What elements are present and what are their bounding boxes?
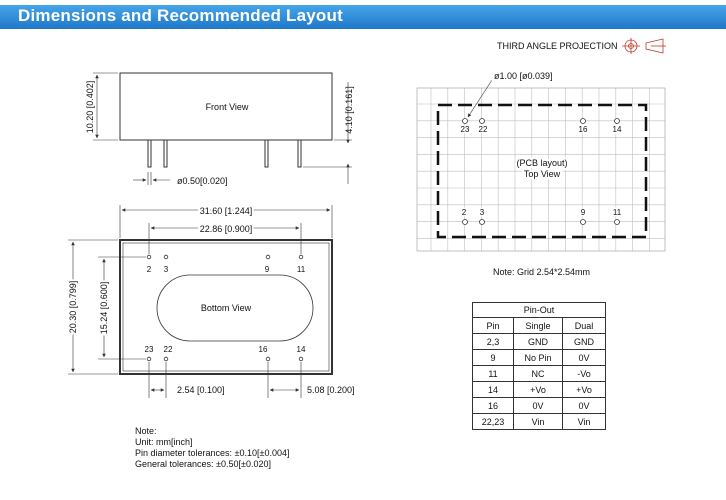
table-row: 9 No Pin 0V bbox=[472, 349, 606, 366]
bottom-height-dim: 20.30 [0.799] bbox=[68, 281, 78, 334]
pcb-label-line1: (PCB layout) bbox=[516, 158, 567, 168]
pinout-cell: NC bbox=[513, 365, 563, 382]
pinout-cell: GND bbox=[562, 333, 606, 350]
bottom-edge-dim: 5.08 [0.200] bbox=[307, 385, 355, 395]
pinout-header: Pin bbox=[472, 317, 514, 334]
front-view bbox=[93, 72, 352, 185]
pinout-header: Dual bbox=[562, 317, 606, 334]
bottom-pitch-dim: 2.54 [0.100] bbox=[177, 385, 225, 395]
bottom-bottom-pin-label: 16 bbox=[259, 345, 268, 354]
pcb-bottom-pin-label: 11 bbox=[613, 208, 622, 217]
note-line: Pin diameter tolerances: ±0.10[±0.004] bbox=[135, 448, 290, 458]
table-row: 16 0V 0V bbox=[472, 397, 606, 414]
pcb-module-outline bbox=[436, 103, 648, 239]
bottom-view-recess bbox=[156, 274, 314, 342]
pinout-cell: 16 bbox=[472, 397, 514, 414]
table-row: 2,3 GND GND bbox=[472, 333, 606, 350]
front-pin-dia-dim: ø0.50[0.020] bbox=[177, 176, 228, 186]
pcb-hole-dim: ø1.00 [ø0.039] bbox=[494, 71, 553, 81]
pinout-cell: 9 bbox=[472, 349, 514, 366]
bottom-top-pin-label: 2 bbox=[147, 265, 152, 274]
table-row: 14 +Vo +Vo bbox=[472, 381, 606, 398]
page-title: Dimensions and Recommended Layout bbox=[18, 6, 343, 25]
third-angle-projection-icon bbox=[622, 38, 666, 54]
front-view-label: Front View bbox=[206, 102, 249, 112]
pcb-label-line2: Top View bbox=[524, 169, 561, 179]
pcb-grid-note: Note: Grid 2.54*2.54mm bbox=[493, 267, 591, 277]
bottom-top-pin-label: 3 bbox=[164, 265, 169, 274]
bottom-width-dim: 31.60 [1.244] bbox=[200, 206, 253, 216]
pinout-cell: No Pin bbox=[513, 349, 563, 366]
bottom-view bbox=[68, 205, 333, 398]
pinout-cell: 11 bbox=[472, 365, 514, 382]
pcb-top-pin-label: 23 bbox=[461, 125, 470, 134]
pinout-cell: Vin bbox=[513, 413, 563, 430]
pinout-cell: 14 bbox=[472, 381, 514, 398]
pcb-layout-view bbox=[416, 79, 666, 252]
pinout-table: Pin-Out Pin Single Dual 2,3 GND GND 9 No… bbox=[472, 302, 606, 430]
pinout-cell: -Vo bbox=[562, 365, 606, 382]
pcb-top-pin-label: 14 bbox=[613, 125, 622, 134]
pinout-cell: +Vo bbox=[562, 381, 606, 398]
header-bar bbox=[0, 5, 726, 29]
table-row: 22,23 Vin Vin bbox=[472, 413, 606, 430]
pcb-top-pin-label: 16 bbox=[579, 125, 588, 134]
bottom-bottom-pin-label: 14 bbox=[297, 345, 306, 354]
pinout-cell: 0V bbox=[562, 349, 606, 366]
bottom-row-span-dim: 15.24 [0.600] bbox=[99, 282, 109, 335]
bottom-bottom-pin-label: 23 bbox=[145, 345, 154, 354]
note-line: Note: bbox=[135, 426, 157, 436]
pinout-header: Single bbox=[513, 317, 563, 334]
pinout-cell: 2,3 bbox=[472, 333, 514, 350]
front-height-dim: 10.20 [0.402] bbox=[85, 81, 95, 134]
pinout-cell: GND bbox=[513, 333, 563, 350]
pcb-bottom-pin-label: 2 bbox=[462, 208, 467, 217]
pinout-cell: 0V bbox=[562, 397, 606, 414]
projection-label: THIRD ANGLE PROJECTION bbox=[497, 41, 618, 51]
pcb-top-pin-label: 22 bbox=[479, 125, 488, 134]
bottom-bottom-pin-label: 22 bbox=[164, 345, 173, 354]
pinout-cell: 0V bbox=[513, 397, 563, 414]
front-pin-length-dim: 4.10 [0.161] bbox=[344, 86, 354, 134]
bottom-pin-span-dim: 22.86 [0.900] bbox=[200, 224, 253, 234]
note-line: Unit: mm[inch] bbox=[135, 437, 193, 447]
bottom-top-pin-label: 9 bbox=[265, 265, 270, 274]
pcb-bottom-pin-label: 9 bbox=[581, 208, 586, 217]
header: Dimensions and Recommended Layout bbox=[0, 0, 726, 34]
bottom-view-label: Bottom View bbox=[201, 303, 252, 313]
pcb-bottom-pin-label: 3 bbox=[480, 208, 485, 217]
bottom-view-body bbox=[119, 239, 333, 375]
front-view-body bbox=[119, 72, 333, 141]
pinout-cell: Vin bbox=[562, 413, 606, 430]
notes: Note: Unit: mm[inch] Pin diameter tolera… bbox=[135, 426, 289, 470]
table-row: 11 NC -Vo bbox=[472, 365, 606, 382]
pinout-title: Pin-Out bbox=[472, 302, 606, 318]
bottom-top-pin-label: 11 bbox=[297, 265, 306, 274]
pinout-cell: +Vo bbox=[513, 381, 563, 398]
note-line: General tolerances: ±0.50[±0.020] bbox=[135, 459, 271, 469]
pinout-cell: 22,23 bbox=[472, 413, 514, 430]
